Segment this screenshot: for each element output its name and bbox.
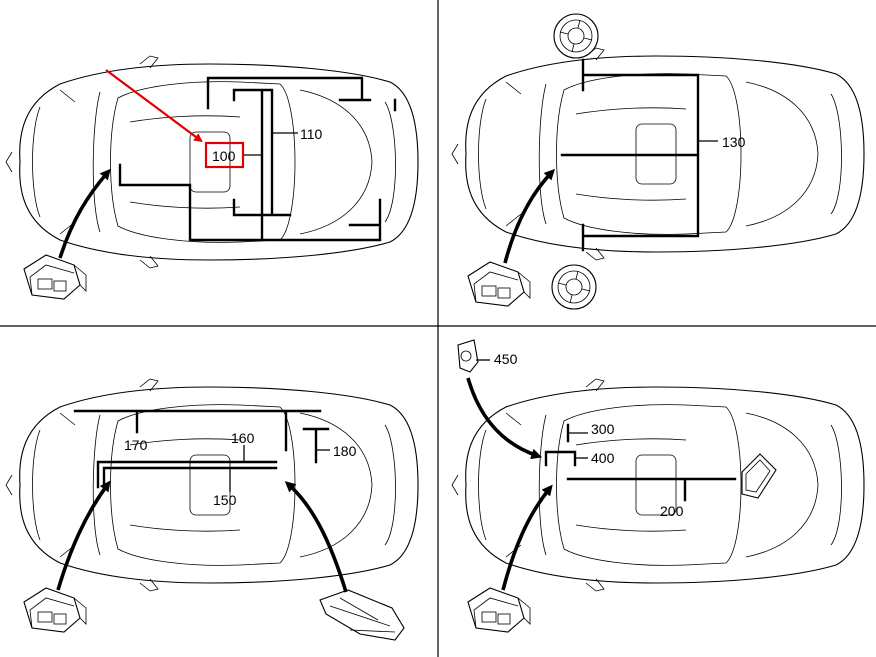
speaker-icon xyxy=(551,264,597,310)
control-unit-icon xyxy=(467,587,531,633)
label-400: 400 xyxy=(591,450,615,466)
label-110: 110 xyxy=(300,126,323,142)
panel-top-right: 130 xyxy=(451,13,865,310)
unit-arrow xyxy=(501,484,553,591)
unit-arrow xyxy=(58,168,111,259)
highlight-box xyxy=(204,141,245,169)
harness-wire xyxy=(118,76,397,242)
unit-arrow xyxy=(56,480,111,591)
label-100: 100 xyxy=(212,148,236,164)
label-450: 450 xyxy=(494,351,518,367)
panel-top-left: 100 110 xyxy=(5,55,419,300)
sensor-arrow xyxy=(466,377,543,460)
unit-arrow xyxy=(503,168,555,264)
display-icon xyxy=(741,453,777,499)
label-200: 200 xyxy=(660,503,684,519)
module-icon xyxy=(319,589,405,641)
label-150: 150 xyxy=(213,492,237,508)
label-300: 300 xyxy=(591,421,615,437)
control-unit-icon xyxy=(23,587,87,633)
label-130: 130 xyxy=(722,134,746,150)
control-unit-icon xyxy=(23,254,87,300)
panel-bottom-right: 450 300 400 200 xyxy=(451,339,865,633)
highlight-arrow xyxy=(105,69,203,143)
harness-wire xyxy=(560,58,700,252)
speaker-icon xyxy=(553,13,599,59)
harness-wire xyxy=(73,409,330,489)
module-arrow xyxy=(284,481,348,593)
label-160: 160 xyxy=(231,430,255,446)
panel-bottom-left: 170 160 180 150 xyxy=(5,378,419,641)
control-unit-icon xyxy=(467,261,531,307)
harness-wire xyxy=(544,423,737,502)
label-170: 170 xyxy=(124,437,148,453)
sensor-icon xyxy=(457,339,479,373)
label-180: 180 xyxy=(333,443,357,459)
